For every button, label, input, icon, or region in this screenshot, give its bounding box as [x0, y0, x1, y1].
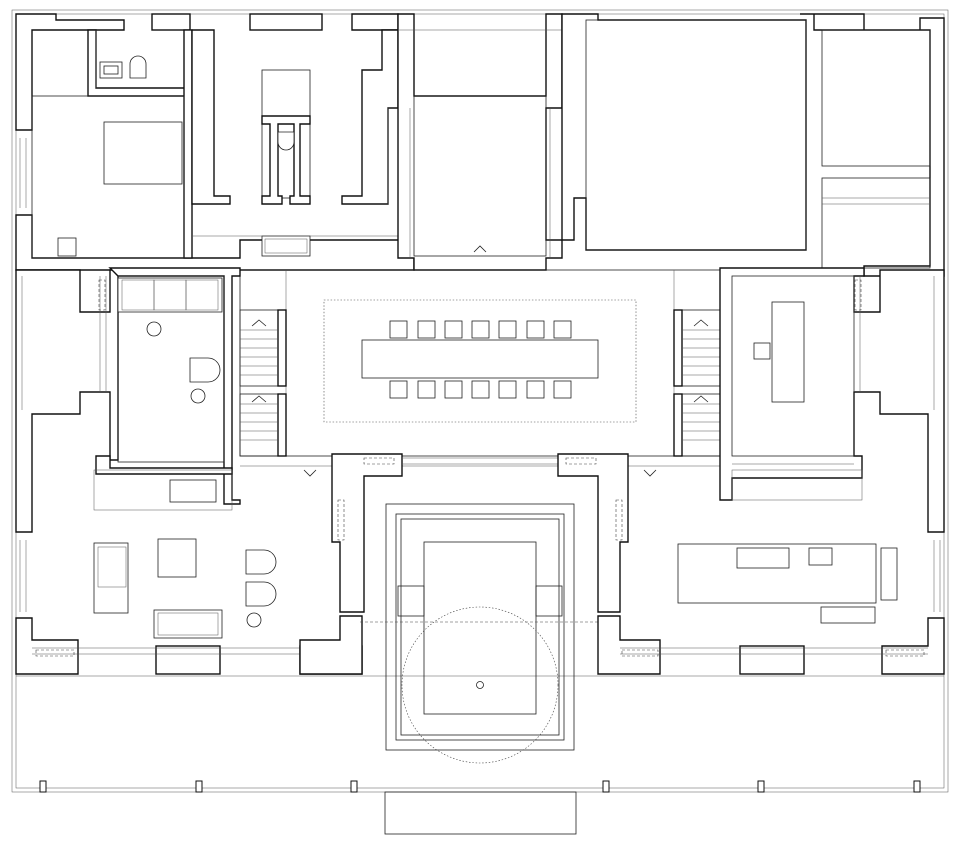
sofa-south-west	[93, 542, 129, 614]
terrace-columns	[39, 780, 921, 793]
bed	[103, 121, 183, 185]
east-wing	[98, 267, 945, 613]
dressing-room	[191, 29, 414, 257]
stair-left	[239, 309, 317, 477]
west-lounge	[15, 267, 241, 533]
bedroom-suite	[15, 13, 415, 271]
desk-chair	[753, 342, 771, 360]
pool-courtyard	[360, 457, 600, 764]
dining-chairs	[389, 320, 572, 399]
coffee-table-left	[157, 538, 197, 578]
armchair-left	[189, 357, 221, 383]
nightstand	[57, 237, 77, 257]
stair-right	[643, 309, 721, 477]
north-east-rooms	[561, 13, 945, 277]
entrance-step	[384, 791, 577, 835]
south-west-living	[15, 453, 403, 675]
washbasin	[129, 55, 147, 79]
south-east-kitchen	[19, 138, 945, 675]
central-courtyard	[387, 13, 563, 271]
desk	[771, 301, 805, 403]
sofa-left	[117, 277, 223, 313]
dining-table	[361, 339, 599, 379]
